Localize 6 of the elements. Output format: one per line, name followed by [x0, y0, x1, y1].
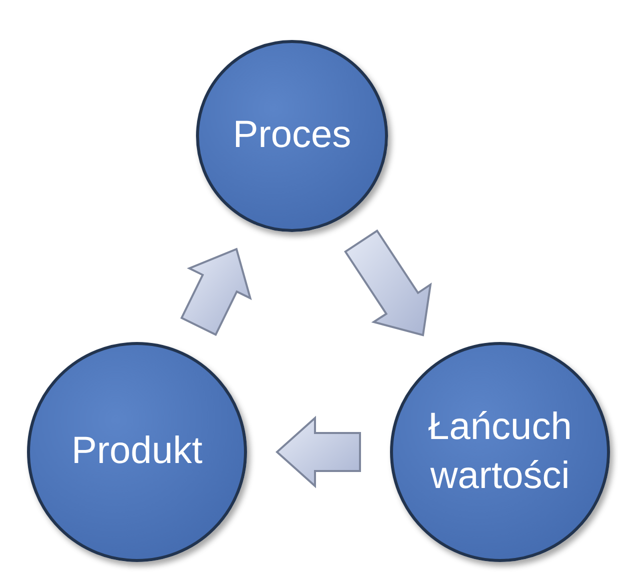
node-label: Produkt — [70, 429, 204, 474]
node-label: Proces — [232, 113, 352, 158]
node-label: Łańcuch wartości — [427, 404, 573, 499]
block-arrow — [344, 229, 432, 336]
block-arrow — [276, 416, 361, 488]
block-arrow — [180, 248, 252, 336]
